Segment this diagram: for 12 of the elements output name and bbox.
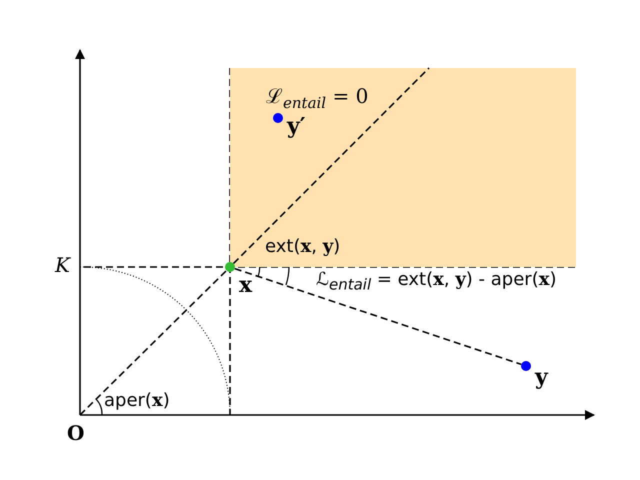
connector-line: [234, 268, 522, 366]
angle-label: ext(x, y): [265, 238, 340, 256]
connector-line: [232, 67, 430, 264]
shaded-region: [230, 68, 576, 267]
angle-label: aper(x): [104, 392, 170, 410]
point-label: y: [535, 366, 548, 388]
region-label: ℒ$_{entail}$ = 0: [266, 86, 368, 111]
point-label: x: [239, 274, 252, 296]
angle-label: ℒ$_{entail}$ = ext(x, y) - aper(x): [316, 271, 556, 293]
origin-label: O: [67, 423, 84, 443]
point-label: y′: [287, 115, 306, 137]
axis-label: K: [55, 255, 70, 275]
